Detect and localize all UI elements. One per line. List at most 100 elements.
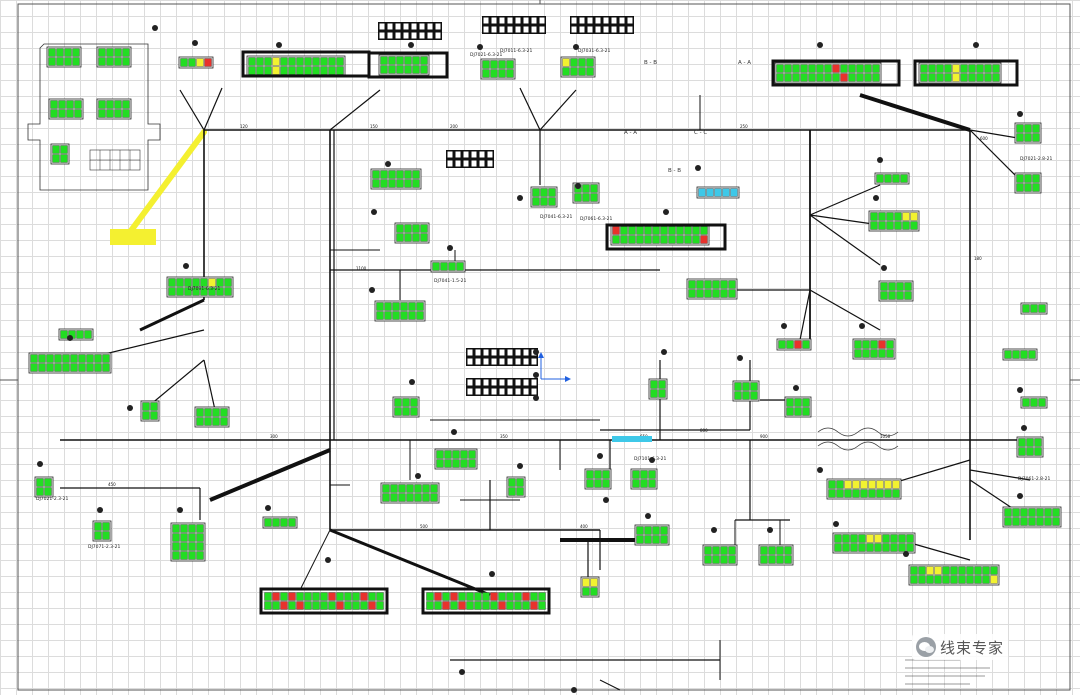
connector-pin — [882, 543, 890, 552]
connector-pin — [602, 479, 610, 488]
connector-pin — [620, 235, 628, 244]
connector-pin — [452, 450, 460, 459]
connector-pin — [106, 100, 114, 109]
connector-pin — [60, 330, 68, 339]
connector-pin — [802, 407, 810, 416]
housing-2 — [605, 223, 727, 251]
connector-pin — [794, 407, 802, 416]
connector-pin — [188, 551, 196, 560]
connector-pin — [976, 64, 984, 73]
connector-pin — [46, 363, 54, 372]
wire-segment — [809, 289, 881, 331]
connector-pin — [188, 542, 196, 551]
connector-tag-10: DJ7021-2.8-21 — [1020, 156, 1053, 162]
marker-47 — [603, 497, 609, 503]
connector-pin — [422, 493, 430, 502]
connector-pin — [212, 417, 220, 426]
connector-pin — [868, 480, 876, 489]
connector-pin — [408, 302, 416, 311]
connector-group — [28, 46, 1062, 598]
connector-pin — [968, 73, 976, 82]
connector-pin — [728, 555, 736, 564]
connector-pin — [590, 184, 598, 193]
connector-pin — [272, 57, 280, 66]
connector-pin — [272, 518, 280, 527]
connector-pin — [590, 193, 598, 202]
connector-pin — [860, 480, 868, 489]
connector-pin — [1036, 517, 1044, 526]
connector-pin — [776, 73, 784, 82]
connector-pin — [412, 224, 420, 233]
connector-pin — [742, 382, 750, 391]
connector-10 — [96, 98, 132, 120]
connector-pin — [668, 235, 676, 244]
connector-pin — [586, 58, 594, 67]
connector-pin — [196, 551, 204, 560]
connector-pin — [1032, 174, 1040, 183]
connector-pin — [382, 493, 390, 502]
connector-pin — [388, 65, 396, 74]
marker-17 — [663, 209, 669, 215]
wire-dim-12: 800 — [700, 428, 708, 433]
connector-24 — [878, 280, 914, 302]
connector-pin — [750, 382, 758, 391]
connector-pin — [60, 154, 68, 163]
connector-pin — [1032, 133, 1040, 142]
connector-pin — [960, 64, 968, 73]
connector-pin — [850, 543, 858, 552]
connector-pin — [1012, 508, 1020, 517]
connector-pin — [776, 555, 784, 564]
connector-pin — [380, 179, 388, 188]
connector-pin — [102, 354, 110, 363]
connector-pin — [328, 57, 336, 66]
connector-pin — [892, 489, 900, 498]
marker-31 — [517, 463, 523, 469]
connector-pin — [280, 57, 288, 66]
marker-6 — [817, 42, 823, 48]
connector-pin — [952, 64, 960, 73]
connector-44 — [170, 522, 206, 562]
connector-pin — [46, 354, 54, 363]
marker-13 — [369, 287, 375, 293]
connector-pin — [712, 280, 720, 289]
connector-4 — [560, 56, 596, 78]
connector-pin — [30, 363, 38, 372]
connector-pin — [204, 408, 212, 417]
connector-pin — [224, 278, 232, 287]
connector-tag-1: DJ7011-6.3-21 — [500, 48, 533, 54]
connector-pin — [184, 278, 192, 287]
connector-pin — [904, 291, 912, 300]
connector-pin — [636, 226, 644, 235]
connector-tag-7: DJ7021-2.3-21 — [36, 496, 69, 502]
connector-pin — [172, 542, 180, 551]
connector-pin — [942, 566, 950, 575]
connector-pin — [1004, 508, 1012, 517]
connector-pin — [430, 484, 438, 493]
connector-pin — [888, 291, 896, 300]
connector-pin — [816, 73, 824, 82]
connector-pin — [444, 450, 452, 459]
connector-pin — [98, 57, 106, 66]
connector-pin — [264, 518, 272, 527]
wire-dim-8: 450 — [108, 482, 116, 487]
connector-pin — [692, 226, 700, 235]
connector-pin — [794, 398, 802, 407]
connector-pin — [188, 533, 196, 542]
connector-pin — [44, 487, 52, 496]
connector-pin — [926, 566, 934, 575]
connector-1 — [246, 55, 346, 77]
connector-pin — [62, 354, 70, 363]
connector-tag-9: DJ7101-6.3-21 — [634, 456, 667, 462]
connector-pin — [878, 340, 886, 349]
connector-pin — [456, 262, 464, 271]
connector-pin — [650, 380, 658, 389]
wire-segment — [203, 87, 223, 131]
connector-pin — [644, 526, 652, 535]
connector-pin — [652, 535, 660, 544]
connector-pin — [950, 566, 958, 575]
connector-pin — [396, 65, 404, 74]
connector-pin — [578, 58, 586, 67]
connector-pin — [406, 493, 414, 502]
connector-pin — [832, 64, 840, 73]
